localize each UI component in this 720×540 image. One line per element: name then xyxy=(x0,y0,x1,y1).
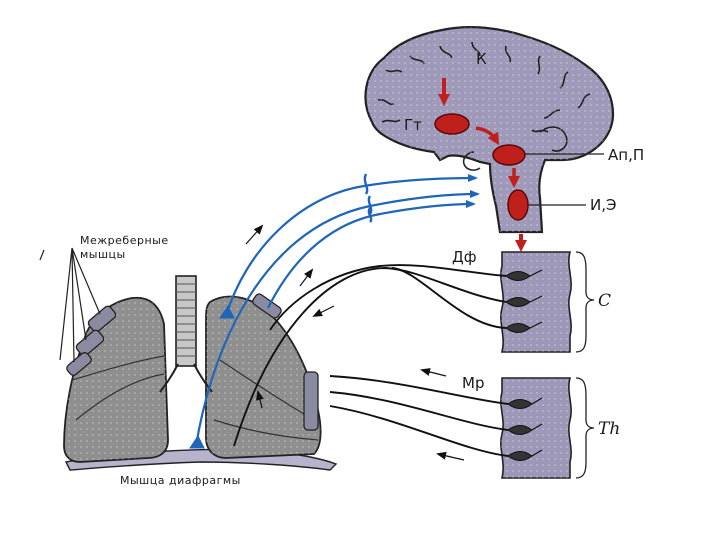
hypothalamus-to-pituitary-arrow xyxy=(475,126,500,146)
afferent-path-2 xyxy=(194,190,480,447)
thoracic-bracket xyxy=(575,377,595,479)
direction-arrow-lung xyxy=(256,390,264,409)
afferent-ganglia xyxy=(363,173,373,223)
brain xyxy=(364,26,615,234)
intercostal-muscle-left-3 xyxy=(66,352,92,376)
efferent-intercostal-3 xyxy=(329,405,509,457)
pituitary-nucleus xyxy=(492,144,526,166)
lung-texture-left xyxy=(64,297,168,462)
intercostal-muscle-right-2 xyxy=(303,371,319,431)
direction-arrow-blue-up xyxy=(245,224,264,245)
afferent-path-3 xyxy=(267,200,476,309)
label-hypothalamus: Гт xyxy=(404,116,422,134)
direction-arrow-efferent-2 xyxy=(420,368,447,377)
lung-texture-right xyxy=(206,296,321,458)
efferent-pathways xyxy=(233,264,509,457)
neuron-c-axons xyxy=(529,269,543,329)
afferent-path-1 xyxy=(224,174,478,317)
efferent-phrenic-1 xyxy=(269,264,507,331)
label-intercostal-line2: мышцы xyxy=(80,248,126,261)
label-cortex: К xyxy=(476,50,487,68)
hypothalamus-nucleus xyxy=(434,113,470,135)
label-medulla: И,Э xyxy=(590,196,616,214)
intercostal-muscle-left-1 xyxy=(87,305,117,333)
label-pituitary: Ап,П xyxy=(608,146,644,164)
afferent-pathways xyxy=(194,174,480,447)
lung-fissures xyxy=(71,355,319,441)
efferent-intercostal-2 xyxy=(329,391,509,431)
label-intercostal-line1: Межреберные xyxy=(80,234,169,247)
label-intercostal-center: Мр xyxy=(462,374,484,392)
label-diaphragm-muscle: Мышца диафрагмы xyxy=(120,474,241,487)
direction-arrow-blue-mid xyxy=(299,268,314,287)
label-intercostal-muscles: Межреберные мышцы xyxy=(80,234,173,261)
trachea-rings xyxy=(176,283,196,357)
label-thoracic: Th xyxy=(598,419,620,439)
intercostal-muscles-left xyxy=(66,305,117,376)
brain-texture xyxy=(365,27,613,232)
cervical-motor-neurons xyxy=(505,269,543,333)
label-phrenic-center: Дф xyxy=(452,248,477,266)
trachea xyxy=(175,275,197,367)
cervical-bracket xyxy=(575,251,595,353)
efferent-phrenic-3 xyxy=(391,267,507,329)
efferent-phrenic-2 xyxy=(233,267,507,447)
neuron-t-axons xyxy=(531,397,543,457)
intercostal-muscles-right xyxy=(252,293,319,431)
efferent-intercostal-1 xyxy=(329,375,509,405)
thoracic-motor-neurons xyxy=(507,397,543,461)
direction-arrow-efferent-1 xyxy=(312,305,335,317)
medulla-nucleus xyxy=(507,189,529,221)
afferent-receptor-tips xyxy=(189,305,235,449)
intercostal-leaders xyxy=(39,247,101,363)
bronchi xyxy=(159,363,213,393)
direction-arrow-efferent-3 xyxy=(436,451,465,461)
label-cervical: C xyxy=(598,291,611,311)
